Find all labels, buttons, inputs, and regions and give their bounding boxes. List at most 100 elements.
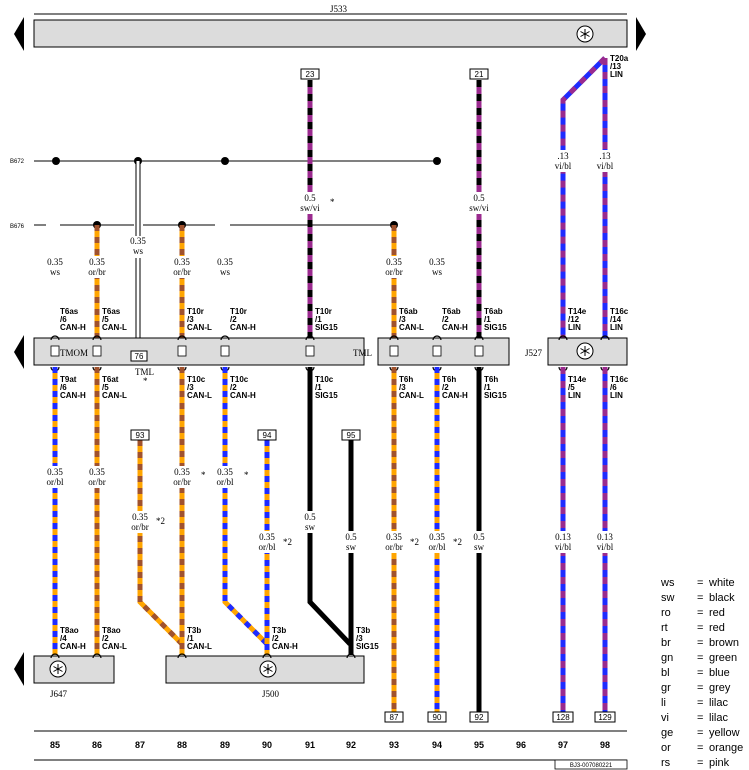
column-number: 87 xyxy=(135,740,145,750)
j527-label: J527 xyxy=(525,348,543,358)
wire-label-95-gauge: 0.5 xyxy=(473,532,485,542)
pin-label: T10c xyxy=(187,375,206,384)
pin-label: /2 xyxy=(272,634,279,643)
pin-label: /4 xyxy=(60,634,67,643)
column-number: 90 xyxy=(262,740,272,750)
pin-label: CAN-L xyxy=(187,642,212,651)
wire-label-94-color: ws xyxy=(432,267,442,277)
wire-label-89-color: or/bl xyxy=(217,477,234,487)
column-number: 88 xyxy=(177,740,187,750)
pin-label: SIG15 xyxy=(356,642,379,651)
note-star2: *2 xyxy=(453,537,462,547)
color-legend: ws=whitesw=blackro=redrt=redbr=browngn=g… xyxy=(660,577,743,769)
column-number: 86 xyxy=(92,740,102,750)
note-star: * xyxy=(330,197,335,207)
pin-label: T6ab xyxy=(399,307,418,316)
box-87: 87 xyxy=(390,713,399,722)
legend-color-name: green xyxy=(709,652,737,664)
pin-label: T9at xyxy=(60,375,77,384)
legend-code: ge xyxy=(661,727,673,739)
wire-label-94-color: or/bl xyxy=(429,542,446,552)
pin-label: /6 xyxy=(60,315,67,324)
box-95: 95 xyxy=(347,431,356,440)
column-numbers: 85 86 87 88 89 90 91 92 93 94 95 96 97 9… xyxy=(50,740,610,750)
pin-label: CAN-L xyxy=(102,391,127,400)
top-pin-labels: T6as /6 CAN-H T6as /5 CAN-L T10r /3 CAN-… xyxy=(60,307,629,332)
left-arrow-bottom xyxy=(14,652,24,686)
column-number: 89 xyxy=(220,740,230,750)
wire-label-95-color: sw xyxy=(474,542,485,552)
pin-label: /12 xyxy=(568,315,580,324)
column-number: 98 xyxy=(600,740,610,750)
pin-label: T14e xyxy=(568,307,587,316)
wire-label-86-gauge: 0.35 xyxy=(89,257,105,267)
junction-dot xyxy=(221,157,229,165)
wire-label-87-color: ws xyxy=(133,246,143,256)
pin-label: CAN-L xyxy=(102,323,127,332)
pin-label: /3 xyxy=(399,383,406,392)
legend-equals: = xyxy=(697,652,703,664)
wire-label-86-color: or/br xyxy=(88,477,106,487)
legend-color-name: pink xyxy=(709,757,730,769)
bus-b672-label: B672 xyxy=(10,159,25,165)
pin-label: T8ao xyxy=(60,626,79,635)
note-star: * xyxy=(244,470,249,480)
pin-label: T10c xyxy=(230,375,249,384)
ground-icon-j533 xyxy=(576,25,594,43)
pin-label: CAN-H xyxy=(60,642,86,651)
junction-dot xyxy=(52,157,60,165)
j647-label: J647 xyxy=(50,689,68,699)
wire-label-90-gauge: 0.35 xyxy=(259,532,275,542)
legend-code: vi xyxy=(661,712,669,724)
j533-module xyxy=(33,19,628,48)
wire-label-95-gauge: 0.5 xyxy=(473,193,485,203)
pin-label: /3 xyxy=(187,383,194,392)
left-arrow-top xyxy=(14,17,24,51)
legend-equals: = xyxy=(697,607,703,619)
wire-label-94-gauge: 0.35 xyxy=(429,532,445,542)
pin-label: /2 xyxy=(442,383,449,392)
pin-label: T6ab xyxy=(442,307,461,316)
pin-label: T16c xyxy=(610,307,629,316)
pin-label: /6 xyxy=(60,383,67,392)
column-number: 94 xyxy=(432,740,442,750)
pin-label: LIN xyxy=(610,391,623,400)
pin-label: CAN-H xyxy=(230,391,256,400)
pin-label: CAN-L xyxy=(187,391,212,400)
j533-label: J533 xyxy=(330,4,348,14)
drawing-code: BJ3-007080221 xyxy=(570,763,613,769)
legend-equals: = xyxy=(697,742,703,754)
column-number: 97 xyxy=(558,740,568,750)
wire-label-91-gauge: 0.5 xyxy=(304,193,316,203)
pin-label: CAN-H xyxy=(230,323,256,332)
legend-equals: = xyxy=(697,637,703,649)
pin-label: CAN-L xyxy=(187,323,212,332)
box-94: 94 xyxy=(263,431,272,440)
pin-label: T6h xyxy=(399,375,413,384)
left-arrow-middle xyxy=(14,335,24,369)
wire-label-85-gauge: 0.35 xyxy=(47,467,63,477)
legend-color-name: brown xyxy=(709,637,739,649)
wire-label-98-color: vi/bl xyxy=(597,542,614,552)
legend-color-name: orange xyxy=(709,742,743,754)
column-number: 92 xyxy=(346,740,356,750)
ground-icon-j500 xyxy=(259,660,277,678)
pin-label: SIG15 xyxy=(484,391,507,400)
pin-label: /1 xyxy=(484,383,491,392)
pin-label: T8ao xyxy=(102,626,121,635)
wire-label-97-gauge: 0.13 xyxy=(555,532,571,542)
legend-equals: = xyxy=(697,577,703,589)
pin-label: /3 xyxy=(187,315,194,324)
legend-equals: = xyxy=(697,667,703,679)
j500-label: J500 xyxy=(262,689,280,699)
pin-label: CAN-H xyxy=(60,323,86,332)
wire-label-87-gauge: 0.35 xyxy=(130,236,146,246)
pin-label: /2 xyxy=(230,383,237,392)
wire-label-91-color: sw xyxy=(305,522,316,532)
box-90: 90 xyxy=(433,713,442,722)
pin-label: /5 xyxy=(568,383,575,392)
pin-label: /3 xyxy=(356,634,363,643)
wire-label-85-color: ws xyxy=(50,267,60,277)
box-21: 21 xyxy=(475,70,484,79)
